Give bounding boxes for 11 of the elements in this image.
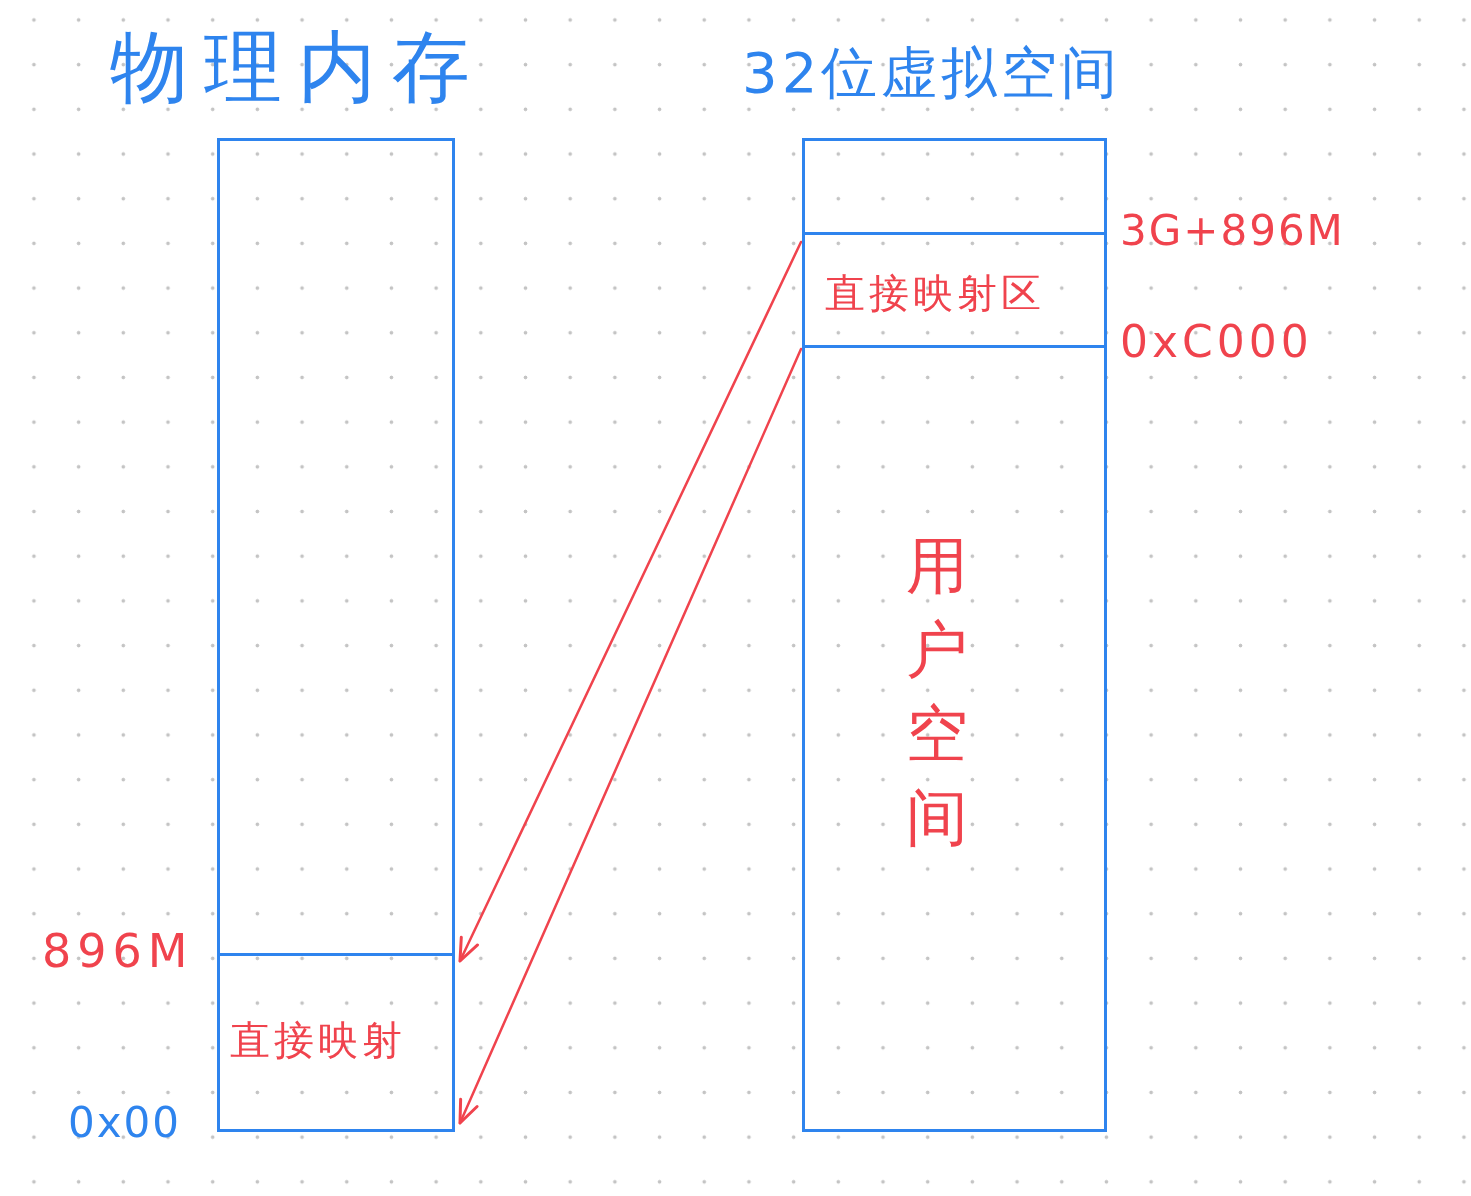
region-label: 直接映射区 xyxy=(825,273,1045,313)
arrow xyxy=(458,240,803,963)
address-label: 896M xyxy=(42,928,194,974)
column-heading: 32位虚拟空间 xyxy=(742,45,1122,101)
address-label: 3G+896M xyxy=(1120,210,1345,252)
region-label: 用户空间 xyxy=(905,528,969,856)
address-label: 0x00 xyxy=(68,1102,182,1144)
region-label: 直接映射 xyxy=(230,1020,406,1060)
column-heading: 物理内存 xyxy=(110,28,486,106)
arrow xyxy=(458,347,803,1125)
address-label: 0xC000 xyxy=(1120,320,1313,364)
